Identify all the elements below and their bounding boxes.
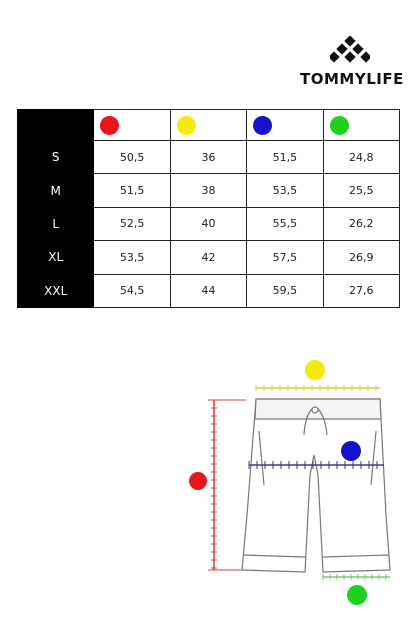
- diamond-logo-icon: [330, 36, 370, 63]
- measure-cell: 27,6: [322, 273, 401, 309]
- measure-header-red: [93, 109, 171, 141]
- size-label: XXL: [16, 273, 95, 309]
- brand-name: TOMMYLIFE: [300, 70, 404, 88]
- measure-cell: 50,5: [93, 139, 171, 175]
- measure-cell: 53,5: [246, 173, 324, 208]
- measure-cell: 26,2: [322, 206, 401, 242]
- measure-cell: 25,5: [322, 173, 401, 208]
- measure-cell: 42: [169, 240, 248, 275]
- measure-cell: 55,5: [246, 206, 324, 242]
- size-label: XL: [16, 240, 95, 275]
- size-label: M: [16, 173, 95, 208]
- yellow-marker-dot: [305, 360, 325, 380]
- size-label: L: [16, 206, 95, 242]
- red-marker-dot: [189, 472, 207, 490]
- red-dot-icon: [100, 115, 120, 135]
- measure-cell: 57,5: [246, 240, 324, 275]
- measure-cell: 44: [169, 273, 248, 309]
- shorts-measurement-diagram: [189, 360, 391, 605]
- measure-cell: 38: [169, 173, 248, 208]
- blue-dot-icon: [253, 115, 273, 135]
- measure-cell: 52,5: [93, 206, 171, 242]
- measure-header-yellow: [169, 109, 248, 141]
- yellow-dot-icon: [176, 115, 196, 135]
- measure-cell: 26,9: [322, 240, 401, 275]
- measure-cell: 51,5: [93, 173, 171, 208]
- shorts-outline: [241, 398, 391, 573]
- measure-header-blue: [246, 109, 324, 141]
- brand-logo: TOMMYLIFE: [300, 36, 404, 88]
- measure-cell: 53,5: [93, 240, 171, 275]
- measure-cell: 24,8: [322, 139, 401, 175]
- green-dot-icon: [329, 115, 349, 135]
- measure-cell: 51,5: [246, 139, 324, 175]
- measure-cell: 40: [169, 206, 248, 242]
- measure-header-green: [322, 109, 401, 141]
- blue-marker-dot: [341, 441, 361, 461]
- green-marker-dot: [347, 585, 367, 605]
- size-label: S: [16, 139, 95, 175]
- measure-cell: 54,5: [93, 273, 171, 309]
- table-corner: [16, 109, 95, 141]
- measure-cell: 59,5: [246, 273, 324, 309]
- measure-cell: 36: [169, 139, 248, 175]
